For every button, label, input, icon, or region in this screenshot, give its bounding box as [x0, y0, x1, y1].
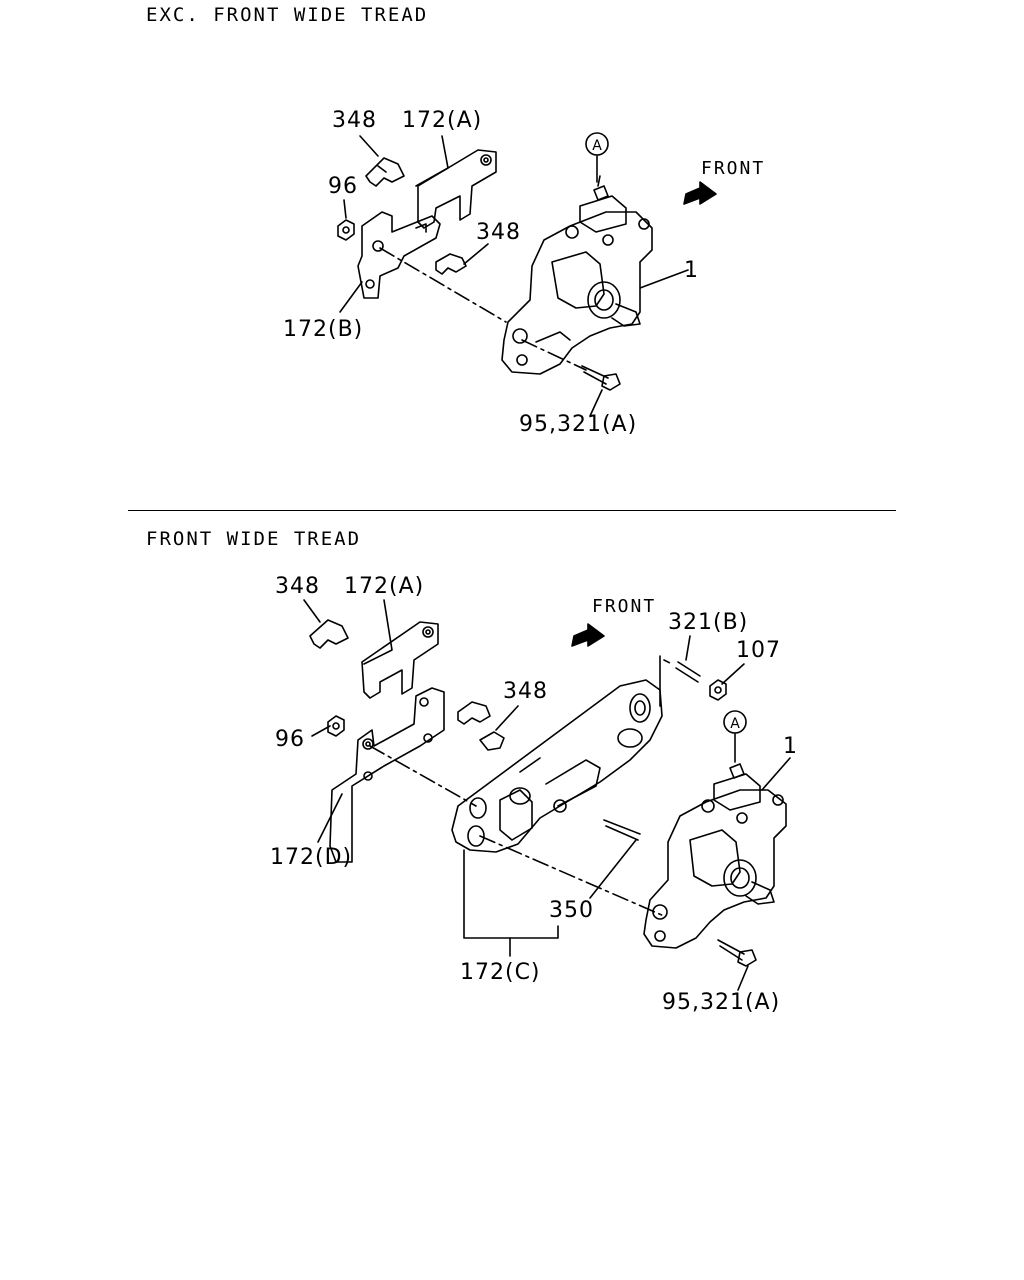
- adapter-plate-172c: [451, 679, 663, 853]
- callout-348-bottom-left: 348: [275, 574, 320, 599]
- stud-350: [603, 819, 641, 841]
- callout-172c: 172(C): [460, 960, 541, 985]
- callout-107: 107: [736, 638, 781, 663]
- section-title-front-wide-tread: FRONT WIDE TREAD: [146, 528, 362, 550]
- clip-348-top-right: [435, 253, 467, 275]
- bracket-172a-bottom: [361, 621, 439, 699]
- clip-348-bottom-left: [309, 619, 349, 649]
- callout-1-top: 1: [684, 258, 699, 283]
- callout-348-top-left: 348: [332, 108, 377, 133]
- callout-172d: 172(D): [270, 845, 353, 870]
- section-divider: [128, 510, 896, 511]
- front-label-top: FRONT: [701, 158, 766, 179]
- callout-172a-bottom: 172(A): [344, 574, 425, 599]
- bracket-172a-top: [417, 149, 497, 229]
- nut-107: [709, 679, 727, 701]
- callout-348-bottom-right: 348: [503, 679, 548, 704]
- bolt-95-top: [581, 365, 621, 391]
- callout-95-321a-bottom: 95,321(A): [662, 990, 781, 1015]
- nut-96-top: [337, 219, 355, 241]
- callout-96-bottom: 96: [275, 727, 305, 752]
- bracket-172d: [329, 687, 445, 863]
- callout-96-top: 96: [328, 174, 358, 199]
- clip-348-bottom-right: [457, 701, 505, 751]
- callout-348-top-right: 348: [476, 220, 521, 245]
- front-label-bottom: FRONT: [592, 596, 657, 617]
- ref-circle-a-top: A: [592, 138, 602, 154]
- steering-gear-bottom: [643, 763, 787, 949]
- section-title-exc-front-wide-tread: EXC. FRONT WIDE TREAD: [146, 4, 429, 26]
- bracket-172b-top: [357, 211, 441, 299]
- nut-96-bottom: [327, 715, 345, 737]
- callout-1-bottom: 1: [783, 734, 798, 759]
- clip-348-top-left: [365, 157, 405, 187]
- bolt-321b: [675, 661, 701, 683]
- callout-95-321a-top: 95,321(A): [519, 412, 638, 437]
- bolt-95-bottom: [717, 939, 757, 967]
- steering-gear-top: [501, 175, 653, 375]
- callout-172b-top: 172(B): [283, 317, 364, 342]
- callout-172a-top: 172(A): [402, 108, 483, 133]
- callout-321b: 321(B): [668, 610, 749, 635]
- callout-350: 350: [549, 898, 594, 923]
- ref-circle-a-bottom: A: [730, 716, 740, 732]
